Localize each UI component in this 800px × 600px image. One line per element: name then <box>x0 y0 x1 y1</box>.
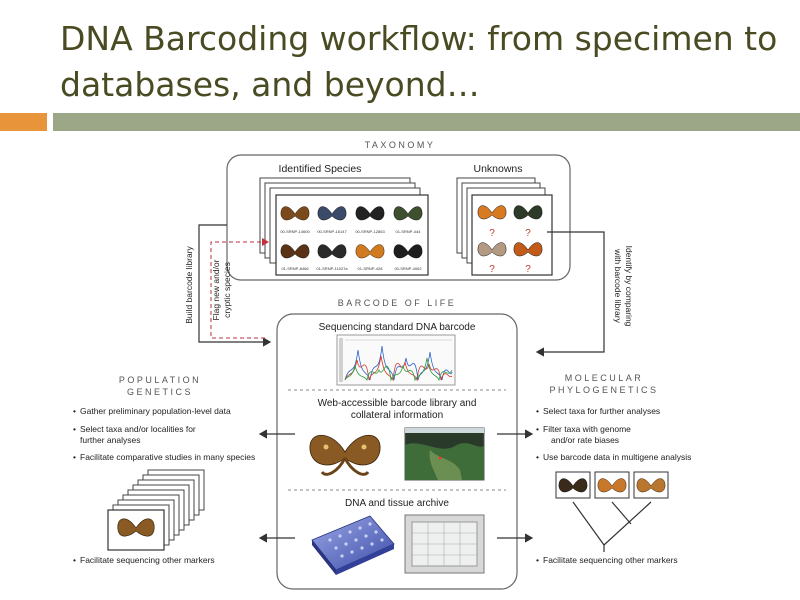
bullet-marker: • <box>536 452 539 462</box>
slide-title: DNA Barcoding workflow: from specimen to… <box>60 19 778 104</box>
identify-arrow <box>535 231 605 357</box>
bullet-text: Select taxa for further analyses <box>543 406 660 416</box>
butterfly-specimen <box>636 478 666 493</box>
build-library-arrow <box>198 224 272 347</box>
barcode-of-life-header: BARCODE OF LIFE <box>338 298 457 308</box>
population-genetics-header: POPULATION <box>119 375 201 385</box>
bullet-marker: • <box>73 424 76 434</box>
specimen-id: 01-SRNP-8466 <box>281 266 309 271</box>
bullet-marker: • <box>536 424 539 434</box>
bullet-marker: • <box>73 452 76 462</box>
population-genetics-header: GENETICS <box>127 387 193 397</box>
bullet-marker: • <box>536 555 539 565</box>
unknowns-card-stack: ? ? ? ? <box>456 177 553 276</box>
molecular-phylogenetics-header: PHYLOGENETICS <box>549 385 658 395</box>
taxonomy-header: TAXONOMY <box>365 140 436 150</box>
phylogeny-specimens <box>555 471 669 499</box>
specimen-id: 01-SRNP-11027a <box>316 266 348 271</box>
unknown-question-mark: ? <box>525 228 531 239</box>
bullet-marker: • <box>73 406 76 416</box>
identified-card-stack <box>259 177 429 276</box>
bullet-text: Select taxa and/or localities for <box>80 424 196 434</box>
butterfly-specimen <box>477 205 507 220</box>
butterfly-specimen <box>280 244 310 259</box>
butterfly-specimen <box>393 206 423 221</box>
butterfly-specimen <box>280 206 310 221</box>
specimen-id: 00-SRNP-12863 <box>355 229 385 234</box>
flag-species-label: Flag new and/or <box>211 259 221 320</box>
bullet-marker: • <box>536 406 539 416</box>
phylogeny-tree <box>572 501 652 552</box>
specimen-id: 01-SRNP-428 <box>358 266 384 271</box>
specimen-grid: 00-SRNP-14600 00-SRNP-16147 00-SRNP-1286… <box>280 206 423 271</box>
flag-species-arrow <box>210 238 269 339</box>
butterfly-specimen <box>477 242 507 257</box>
bullet-marker: • <box>73 555 76 565</box>
build-library-label: Build barcode library <box>184 246 194 324</box>
sequencing-label: Sequencing standard DNA barcode <box>319 322 476 333</box>
butterfly-specimen <box>355 206 385 221</box>
title-divider-bar <box>53 113 800 131</box>
butterfly-specimen <box>317 244 347 259</box>
chromatogram-image <box>336 334 456 386</box>
butterfly-specimen <box>513 242 543 257</box>
population-bottom-bullet: Facilitate sequencing other markers <box>80 555 215 565</box>
web-library-label: collateral information <box>351 410 443 421</box>
butterfly-specimen <box>355 244 385 259</box>
bullet-text: Facilitate comparative studies in many s… <box>80 452 255 462</box>
specimen-id: 00-SRNP-14600 <box>280 229 310 234</box>
population-bullets: • Gather preliminary population-level da… <box>73 406 255 462</box>
bullet-text: Gather preliminary population-level data <box>80 406 231 416</box>
unknowns-label: Unknowns <box>473 163 522 175</box>
bullet-text: and/or rate biases <box>551 435 619 445</box>
archive-label: DNA and tissue archive <box>345 498 449 509</box>
unknown-question-mark: ? <box>489 264 495 275</box>
butterfly-specimen <box>393 244 423 259</box>
unknown-question-mark: ? <box>489 228 495 239</box>
butterfly-specimen <box>317 206 347 221</box>
unknown-question-mark: ? <box>525 264 531 275</box>
web-database-screenshot <box>404 427 485 481</box>
web-library-label: Web-accessible barcode library and <box>318 398 477 409</box>
population-card-stack <box>107 469 205 551</box>
phylogenetics-bullets: • Select taxa for further analyses • Fil… <box>536 406 691 462</box>
phylogenetics-bottom-bullet: Facilitate sequencing other markers <box>543 555 678 565</box>
butterfly-specimen <box>117 518 155 537</box>
butterfly-photo <box>305 428 385 480</box>
identify-label: with barcode library <box>613 248 623 323</box>
butterfly-specimen <box>558 478 588 493</box>
bullet-text: Use barcode data in multigene analysis <box>543 452 691 462</box>
butterfly-specimen <box>597 478 627 493</box>
identify-label: Identify by comparing <box>624 246 634 327</box>
title-accent-bar <box>0 113 47 131</box>
molecular-phylogenetics-header: MOLECULAR <box>565 373 644 383</box>
specimen-id: 00-SRNP-4062 <box>394 266 422 271</box>
tissue-plate-image <box>311 515 395 575</box>
bullet-text: further analyses <box>80 435 140 445</box>
freezer-rack-image <box>404 514 485 574</box>
bullet-text: Filter taxa with genome <box>543 424 631 434</box>
specimen-id: 01-SRNP-444 <box>396 229 422 234</box>
identified-species-label: Identified Species <box>279 163 362 175</box>
specimen-id: 00-SRNP-16147 <box>317 229 347 234</box>
flag-species-label: cryptic species <box>222 262 232 318</box>
butterfly-specimen <box>513 205 543 220</box>
